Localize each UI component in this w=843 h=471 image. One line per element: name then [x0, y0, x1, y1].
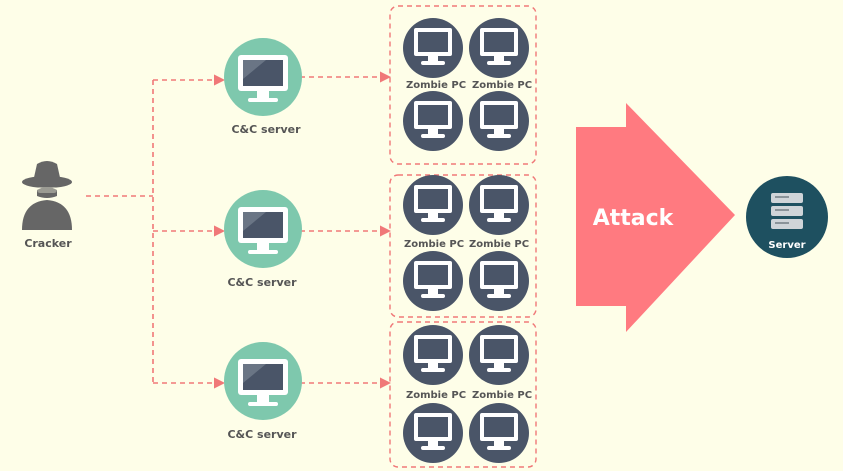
zombie-pc-label: Zombie PC	[404, 239, 464, 250]
server-rack-icon	[771, 193, 803, 229]
zombie-pc-label: Zombie PC	[472, 80, 532, 91]
hacker-icon	[22, 161, 72, 230]
zombie-pc	[469, 403, 529, 463]
monitor-icon	[414, 261, 452, 298]
zombie-pc: Zombie PC	[469, 18, 532, 91]
server-label: Server	[768, 240, 805, 251]
zombie-pc-label: Zombie PC	[472, 390, 532, 401]
zombie-pc: Zombie PC	[403, 325, 466, 401]
monitor-icon	[480, 335, 518, 372]
connection-lines	[86, 71, 392, 389]
cc-server-label: C&C server	[227, 428, 297, 441]
zombie-group-2: Zombie PC Zombie PC	[403, 175, 529, 311]
zombie-pc	[403, 251, 463, 311]
zombie-pc-label: Zombie PC	[406, 390, 466, 401]
monitor-icon	[480, 28, 518, 65]
monitor-icon	[414, 413, 452, 450]
monitor-icon	[480, 413, 518, 450]
zombie-pc: Zombie PC	[469, 325, 532, 401]
zombie-pc-label: Zombie PC	[406, 80, 466, 91]
zombie-group-boxes	[389, 5, 537, 468]
attack-arrow-shape	[576, 103, 735, 332]
monitor-icon	[480, 101, 518, 138]
cc-server-label: C&C server	[231, 123, 301, 136]
monitor-icon	[480, 185, 518, 222]
zombie-group-box-1	[389, 5, 537, 165]
attack-label: Attack	[593, 206, 675, 231]
zombie-group-1: Zombie PC Zombie PC	[403, 18, 532, 151]
zombie-pc	[403, 91, 463, 151]
monitor-icon	[414, 28, 452, 65]
monitor-icon	[414, 185, 452, 222]
zombie-pc	[403, 403, 463, 463]
cc-server-node: C&C server	[224, 190, 302, 289]
cracker-node: Cracker	[22, 161, 72, 250]
cc-server-label: C&C server	[227, 276, 297, 289]
zombie-pc: Zombie PC	[403, 175, 464, 250]
zombie-group-box-2	[389, 174, 537, 318]
cc-server-node: C&C server	[224, 38, 302, 136]
zombie-pc-label: Zombie PC	[469, 239, 529, 250]
target-server-node: Server	[746, 176, 828, 258]
zombie-group-box-3	[389, 321, 537, 468]
attack-arrow: Attack	[576, 103, 735, 332]
monitor-icon	[480, 261, 518, 298]
monitor-icon	[238, 359, 288, 406]
zombie-pc: Zombie PC	[469, 175, 529, 250]
monitor-icon	[414, 101, 452, 138]
target-server-circle	[746, 176, 828, 258]
zombie-pc: Zombie PC	[403, 18, 466, 91]
cc-server-node: C&C server	[224, 342, 302, 441]
monitor-icon	[238, 207, 288, 254]
zombie-pc	[469, 91, 529, 151]
monitor-icon	[238, 55, 288, 102]
zombie-pc	[469, 251, 529, 311]
monitor-icon	[414, 335, 452, 372]
cracker-label: Cracker	[24, 237, 72, 250]
zombie-group-3: Zombie PC Zombie PC	[403, 325, 532, 463]
